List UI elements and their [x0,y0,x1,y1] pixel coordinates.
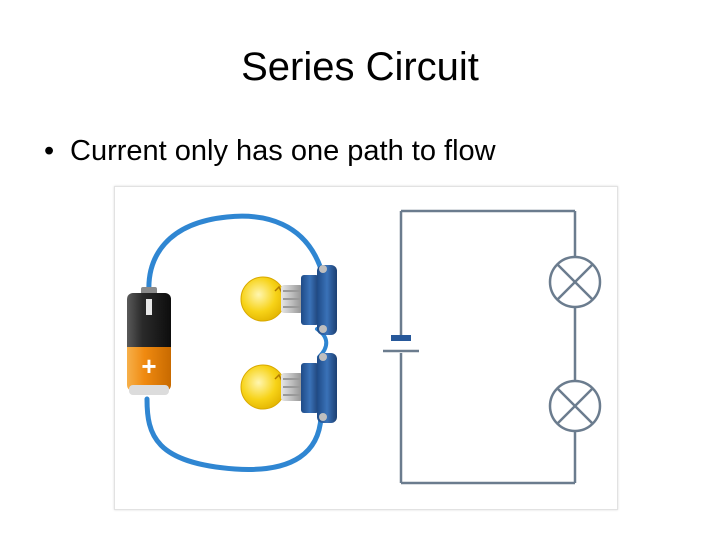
bulb-icon-top [240,265,337,335]
pictorial-circuit: + [127,213,337,472]
schematic-circuit [383,209,602,485]
bullet-point: • Current only has one path to flow [44,131,496,171]
circuit-svg: + [127,209,602,485]
bulb-icon-bottom [240,353,337,423]
slide-title: Series Circuit [241,45,479,89]
wire-bottom [144,396,324,472]
circuit-figure: + [114,186,618,510]
lamp-symbol-top [548,255,602,309]
lamp-symbol-bottom [548,379,602,433]
bullet-text: Current only has one path to flow [70,135,496,167]
battery-icon: + [127,287,171,395]
bullet-dot: • [44,135,55,167]
minus-mark [146,299,152,315]
battery-plus-label: + [141,351,156,381]
wire-top [146,213,324,296]
cell-symbol [383,335,419,353]
